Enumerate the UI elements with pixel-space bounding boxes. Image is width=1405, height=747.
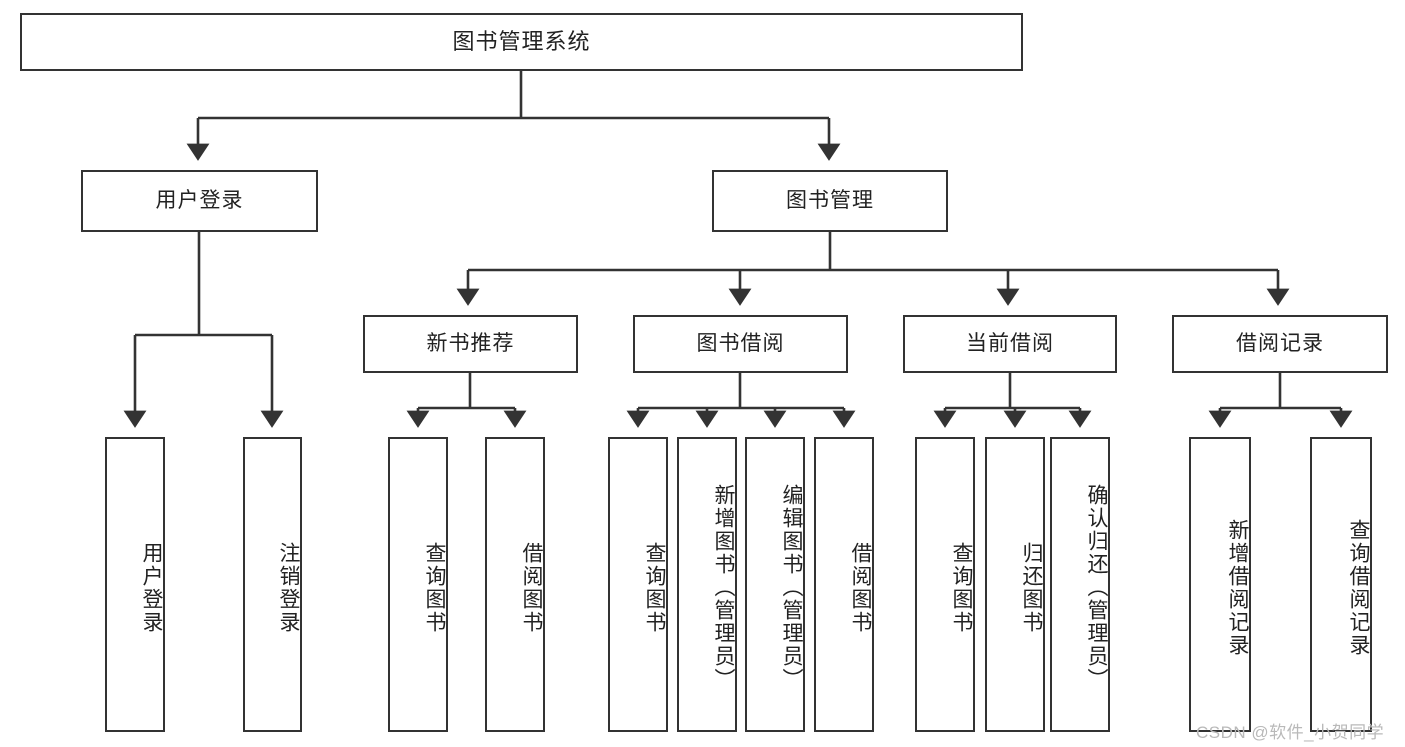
node-leaf-add-borrow-record[interactable]: 新增借阅记录 xyxy=(1189,437,1251,732)
node-level1-user-login[interactable]: 用户登录 xyxy=(81,170,318,232)
node-leaf-logout[interactable]: 注销登录 xyxy=(243,437,302,732)
node-level2-book-borrow[interactable]: 图书借阅 xyxy=(633,315,848,373)
node-root[interactable]: 图书管理系统 xyxy=(20,13,1023,71)
node-leaf-borrow-book[interactable]: 借阅图书 xyxy=(814,437,874,732)
node-level2-current-borrow[interactable]: 当前借阅 xyxy=(903,315,1117,373)
node-level2-new-book-recommend[interactable]: 新书推荐 xyxy=(363,315,578,373)
node-leaf-edit-book-admin[interactable]: 编辑图书（管理员） xyxy=(745,437,805,732)
node-leaf-query-borrow-record[interactable]: 查询借阅记录 xyxy=(1310,437,1372,732)
node-leaf-query-book-borrow[interactable]: 查询图书 xyxy=(608,437,668,732)
node-leaf-user-login[interactable]: 用户登录 xyxy=(105,437,165,732)
node-leaf-confirm-return-admin[interactable]: 确认归还（管理员） xyxy=(1050,437,1110,732)
node-leaf-add-book-admin[interactable]: 新增图书（管理员） xyxy=(677,437,737,732)
node-leaf-borrow-book-recommend[interactable]: 借阅图书 xyxy=(485,437,545,732)
node-level1-book-management[interactable]: 图书管理 xyxy=(712,170,948,232)
node-leaf-query-book-current[interactable]: 查询图书 xyxy=(915,437,975,732)
csdn-watermark: CSDN @软件_小贺同学 xyxy=(1196,723,1385,742)
node-level2-borrow-record[interactable]: 借阅记录 xyxy=(1172,315,1388,373)
node-leaf-query-book-recommend[interactable]: 查询图书 xyxy=(388,437,448,732)
node-leaf-return-book[interactable]: 归还图书 xyxy=(985,437,1045,732)
